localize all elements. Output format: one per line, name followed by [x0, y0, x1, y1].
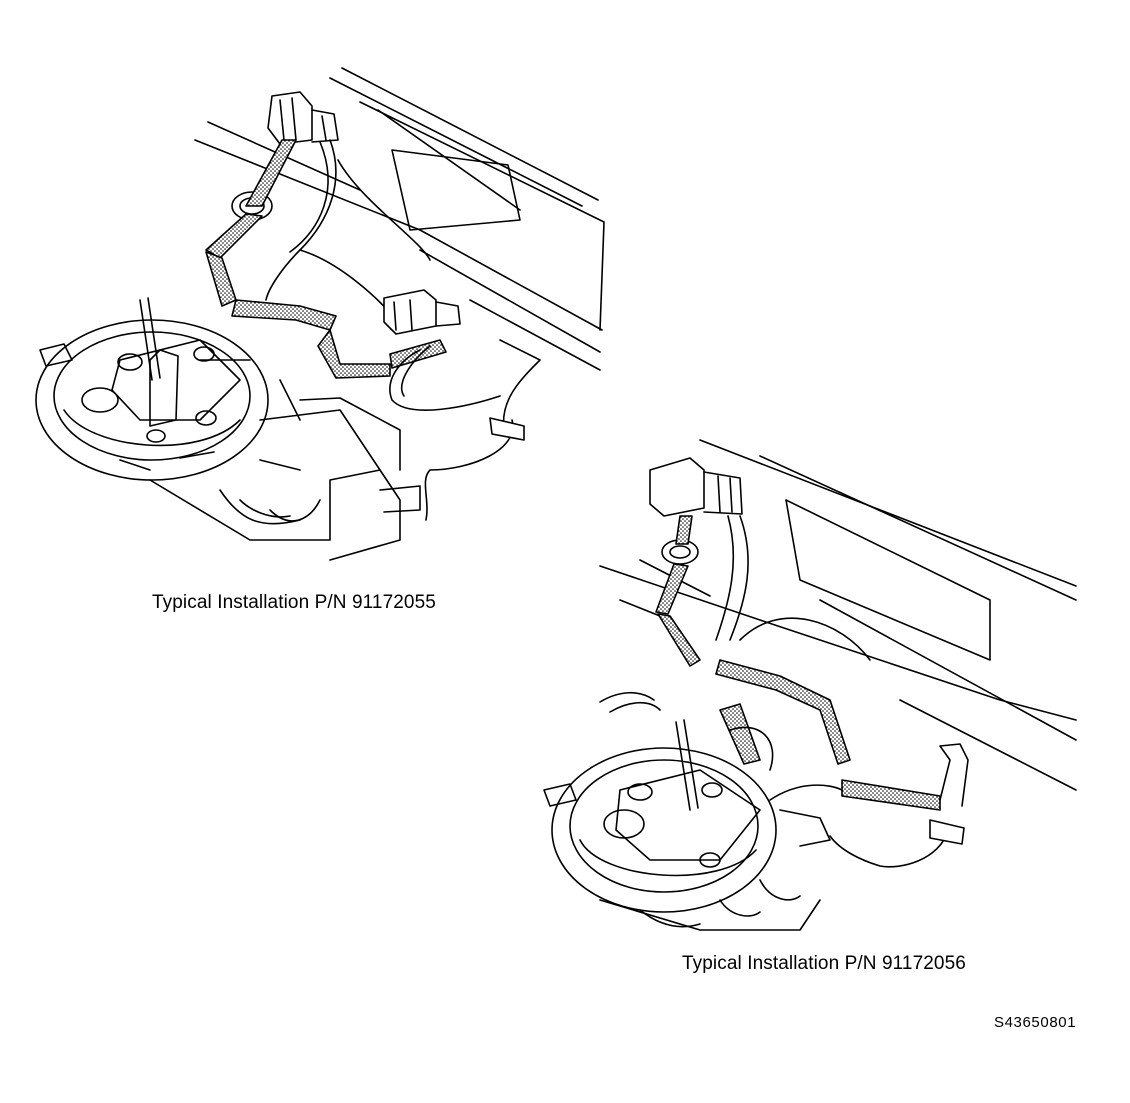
figure-1-engine-block [149, 379, 421, 561]
figure-1-connector-secondary [383, 289, 461, 335]
figure-1-connector-main [267, 91, 339, 145]
figure-2-body-panel [599, 439, 1077, 791]
figure-id-label: S43650801 [994, 1014, 1077, 1031]
figure-1-throttle-body [35, 297, 269, 481]
figure-2-connector-main [649, 457, 743, 517]
figure-2-throttle-body [543, 719, 831, 913]
figure-1-wires [265, 139, 541, 521]
figure-2-engine-block [599, 879, 821, 931]
figure-2-drawing [543, 439, 1077, 931]
figure-2-caption: Typical Installation P/N 91172056 [682, 953, 966, 974]
figure-1-drawing [35, 67, 605, 561]
figure-1-caption: Typical Installation P/N 91172055 [152, 592, 436, 613]
figure-1-harness [205, 139, 447, 379]
figure-2-harness [655, 515, 941, 811]
figure-2-wires [599, 515, 969, 868]
